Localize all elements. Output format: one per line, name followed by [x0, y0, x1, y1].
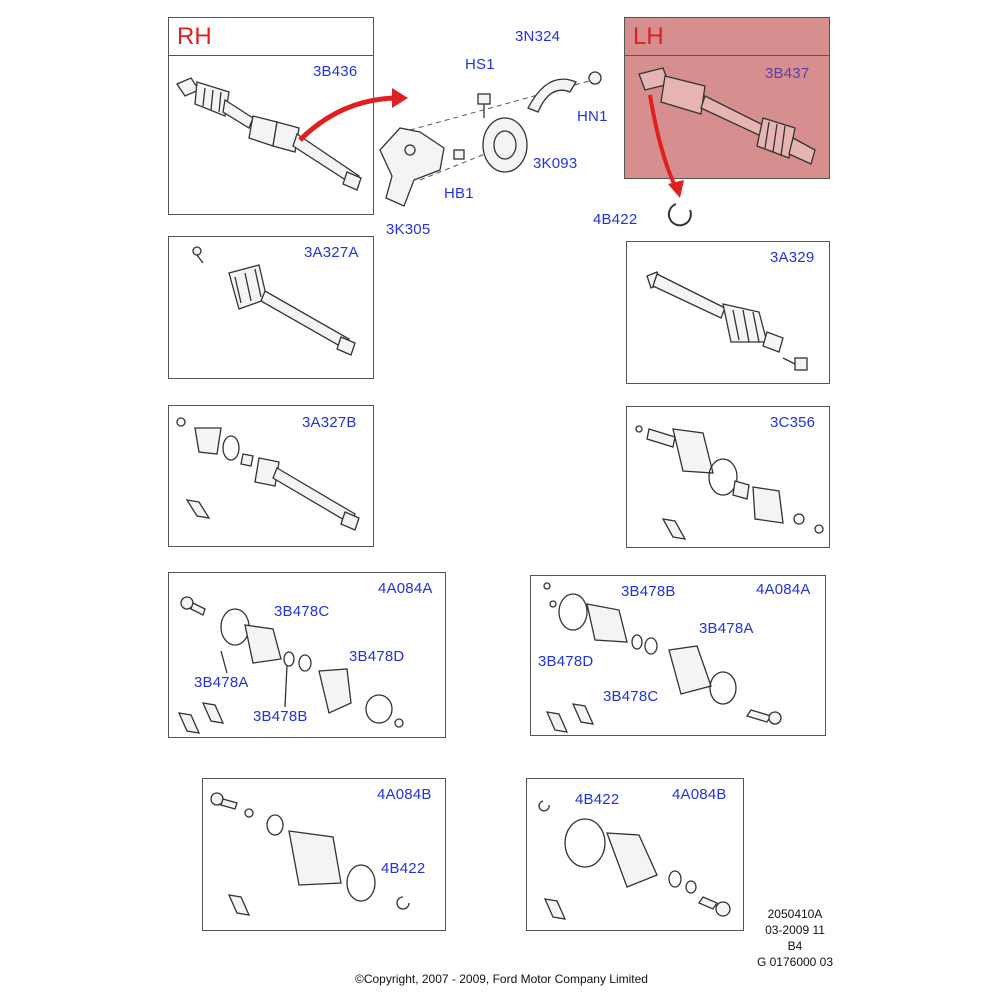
part-label-4a084a-left[interactable]: 4A084A [378, 580, 433, 597]
label-3b478a-left[interactable]: 3B478A [194, 674, 249, 691]
label-3b478a-right[interactable]: 3B478A [699, 620, 754, 637]
part-label-4a084b-left[interactable]: 4A084B [377, 786, 432, 803]
label-hn1[interactable]: HN1 [577, 108, 608, 125]
panel-3a327a: 3A327A [168, 236, 374, 379]
part-label-3a329[interactable]: 3A329 [770, 249, 815, 266]
label-hb1[interactable]: HB1 [444, 185, 474, 202]
label-3b478b-left[interactable]: 3B478B [253, 708, 308, 725]
boot-kit-4a084b-left-drawing [210, 792, 410, 916]
driveshaft-3a329-drawing [646, 271, 808, 371]
label-3b478d-right[interactable]: 3B478D [538, 653, 594, 670]
part-label-3b437[interactable]: 3B437 [765, 65, 810, 82]
part-label-4a084a-right[interactable]: 4A084A [756, 581, 811, 598]
driveshaft-3a327a-drawing [192, 246, 356, 356]
driveshaft-3a327b-drawing [176, 417, 360, 531]
label-3k093[interactable]: 3K093 [533, 155, 578, 172]
panel-3a329: 3A329 [626, 241, 830, 384]
panel-rh: RH 3B436 [168, 17, 374, 215]
panel-4a084b-left: 4A084B 4B422 [202, 778, 446, 931]
ref-line-3: B4 [787, 939, 803, 953]
panel-4a084a-left: 4A084A 3B478C 3B478A 3B478B 3B478D [168, 572, 446, 738]
label-3k305[interactable]: 3K305 [386, 221, 431, 238]
part-label-3a327a[interactable]: 3A327A [304, 244, 359, 261]
label-3b478c-left[interactable]: 3B478C [274, 603, 330, 620]
boot-kit-4a084a-right-drawing [543, 582, 782, 733]
driveshaft-lh-drawing [638, 67, 816, 165]
label-3b478b-right[interactable]: 3B478B [621, 583, 676, 600]
panel-4a084a-right: 4A084A 3B478B 3B478A 3B478D 3B478C [530, 575, 826, 736]
driveshaft-3c356-drawing [635, 425, 824, 540]
label-3b478c-right[interactable]: 3B478C [603, 688, 659, 705]
panel-4a084b-right: 4A084B 4B422 [526, 778, 744, 931]
label-hs1[interactable]: HS1 [465, 56, 495, 73]
part-label-3c356[interactable]: 3C356 [770, 414, 816, 431]
part-label-3b436[interactable]: 3B436 [313, 63, 358, 80]
label-4b422-top[interactable]: 4B422 [593, 211, 638, 228]
part-label-3a327b[interactable]: 3A327B [302, 414, 357, 431]
part-label-4a084b-right[interactable]: 4A084B [672, 786, 727, 803]
panel-lh: LH 3B437 [624, 17, 830, 179]
ref-line-2: 03-2009 11 [765, 923, 825, 937]
lh-header: LH [625, 18, 829, 56]
drawing-reference: 2050410A 03-2009 11 B4 G 0176000 03 [740, 906, 850, 970]
boot-kit-4a084a-left-drawing [177, 596, 404, 734]
rh-header: RH [169, 18, 373, 56]
driveshaft-rh-drawing [176, 77, 362, 191]
boot-kit-4a084b-right-drawing [538, 800, 731, 920]
label-3n324[interactable]: 3N324 [515, 28, 561, 45]
ref-line-1: 2050410A [767, 907, 823, 921]
label-3b478d-left[interactable]: 3B478D [349, 648, 405, 665]
label-4b422-bottom-right[interactable]: 4B422 [575, 791, 620, 808]
copyright-notice: ©Copyright, 2007 - 2009, Ford Motor Comp… [355, 972, 648, 986]
panel-3c356: 3C356 [626, 406, 830, 548]
label-4b422-bottom-left[interactable]: 4B422 [381, 860, 426, 877]
ref-line-4: G 0176000 03 [756, 955, 834, 969]
panel-3a327b: 3A327B [168, 405, 374, 547]
